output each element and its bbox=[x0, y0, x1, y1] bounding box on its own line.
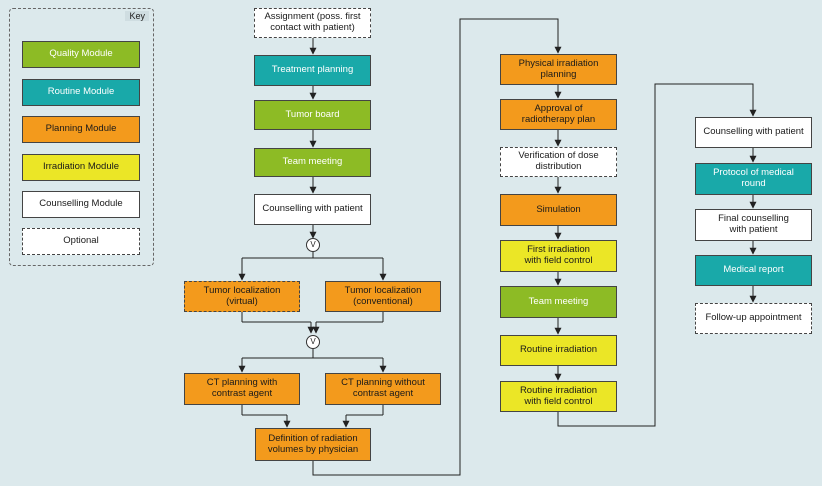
legend-item-quality: Quality Module bbox=[22, 41, 140, 68]
node-team-meeting-1: Team meeting bbox=[254, 148, 371, 177]
node-assignment: Assignment (poss. first contact with pat… bbox=[254, 8, 371, 38]
node-counselling-2: Counselling with patient bbox=[695, 117, 812, 148]
legend-item-planning: Planning Module bbox=[22, 116, 140, 143]
legend-item-irradiation: Irradiation Module bbox=[22, 154, 140, 181]
node-follow-up-appointment: Follow-up appointment bbox=[695, 303, 812, 334]
node-definition-volumes: Definition of radiation volumes by physi… bbox=[255, 428, 371, 461]
node-protocol-medical-round: Protocol of medical round bbox=[695, 163, 812, 195]
node-ct-without-contrast: CT planning without contrast agent bbox=[325, 373, 441, 405]
node-treatment-planning: Treatment planning bbox=[254, 55, 371, 86]
node-first-irradiation: First irradiation with field control bbox=[500, 240, 617, 272]
node-approval-plan: Approval of radiotherapy plan bbox=[500, 99, 617, 130]
legend-item-optional: Optional bbox=[22, 228, 140, 255]
or-gateway-1: V bbox=[306, 238, 320, 252]
node-tumor-localization-virtual: Tumor localization (virtual) bbox=[184, 281, 300, 312]
node-routine-irradiation-field-control: Routine irradiation with field control bbox=[500, 381, 617, 412]
node-final-counselling: Final counselling with patient bbox=[695, 209, 812, 241]
node-counselling-1: Counselling with patient bbox=[254, 194, 371, 225]
legend: Key Quality Module Routine Module Planni… bbox=[9, 8, 154, 266]
node-verification-dose: Verification of dose distribution bbox=[500, 147, 617, 177]
node-simulation: Simulation bbox=[500, 194, 617, 226]
node-tumor-localization-conventional: Tumor localization (conventional) bbox=[325, 281, 441, 312]
node-ct-with-contrast: CT planning with contrast agent bbox=[184, 373, 300, 405]
node-team-meeting-2: Team meeting bbox=[500, 286, 617, 318]
node-tumor-board: Tumor board bbox=[254, 100, 371, 130]
node-medical-report: Medical report bbox=[695, 255, 812, 286]
legend-title: Key bbox=[125, 11, 149, 21]
legend-item-routine: Routine Module bbox=[22, 79, 140, 106]
legend-item-counselling: Counselling Module bbox=[22, 191, 140, 218]
node-physical-irradiation-planning: Physical irradiation planning bbox=[500, 54, 617, 85]
node-routine-irradiation: Routine irradiation bbox=[500, 335, 617, 366]
or-gateway-2: V bbox=[306, 335, 320, 349]
